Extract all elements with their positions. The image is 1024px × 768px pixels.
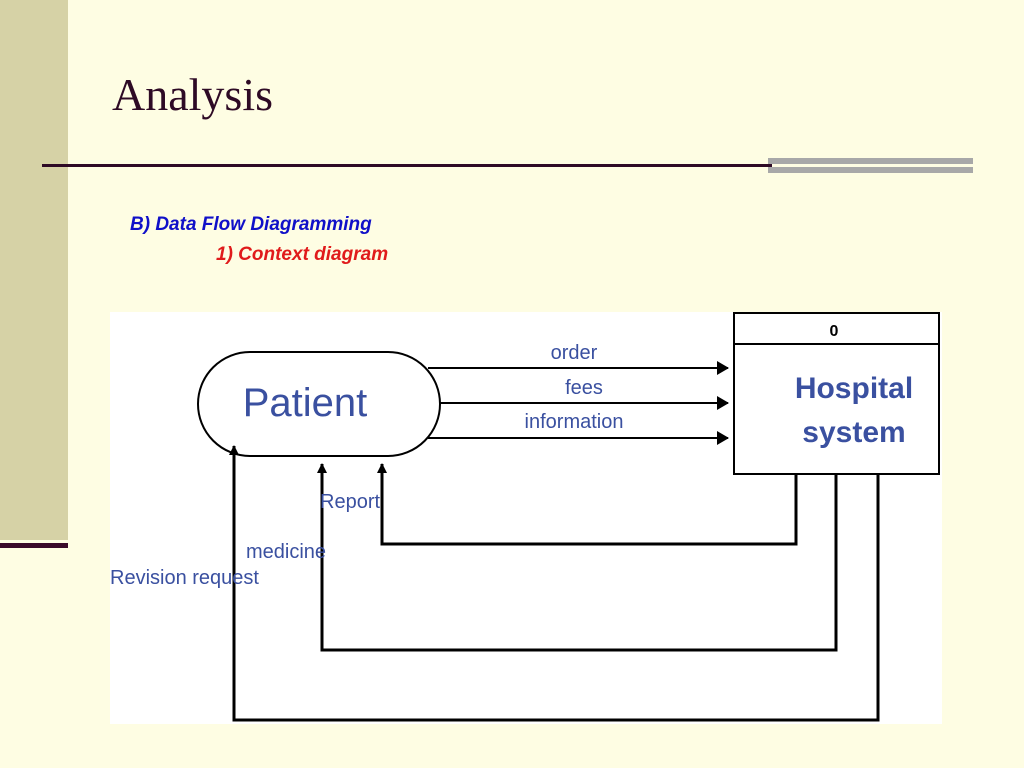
sidebar-accent (0, 543, 68, 548)
sidebar-band (0, 0, 68, 540)
flow-medicine-arrow (317, 463, 838, 652)
flow-order-label: order (551, 342, 598, 364)
flow-information-label: information (525, 411, 624, 433)
flow-report-arrow (377, 463, 798, 546)
title-rule (42, 164, 772, 167)
process-name-line1: Hospital (795, 372, 913, 405)
flow-fees-label: fees (565, 377, 603, 399)
section-subtitle: B) Data Flow Diagramming (130, 214, 372, 235)
section-subheading: 1) Context diagram (216, 244, 389, 265)
process-name-line2: system (802, 416, 905, 449)
slide-title: Analysis (112, 69, 273, 120)
process-number: 0 (830, 323, 839, 340)
flow-medicine-label: medicine (246, 541, 326, 563)
patient-label: Patient (243, 381, 368, 425)
context-diagram: Patient 0 Hospital system order fees inf… (110, 312, 942, 724)
flow-revision-request-arrow (229, 445, 880, 722)
flow-report-label: Report (320, 491, 380, 513)
title-rule-accent (768, 158, 973, 180)
process-box (733, 312, 940, 475)
flow-revision-request-label: Revision request (110, 567, 259, 589)
